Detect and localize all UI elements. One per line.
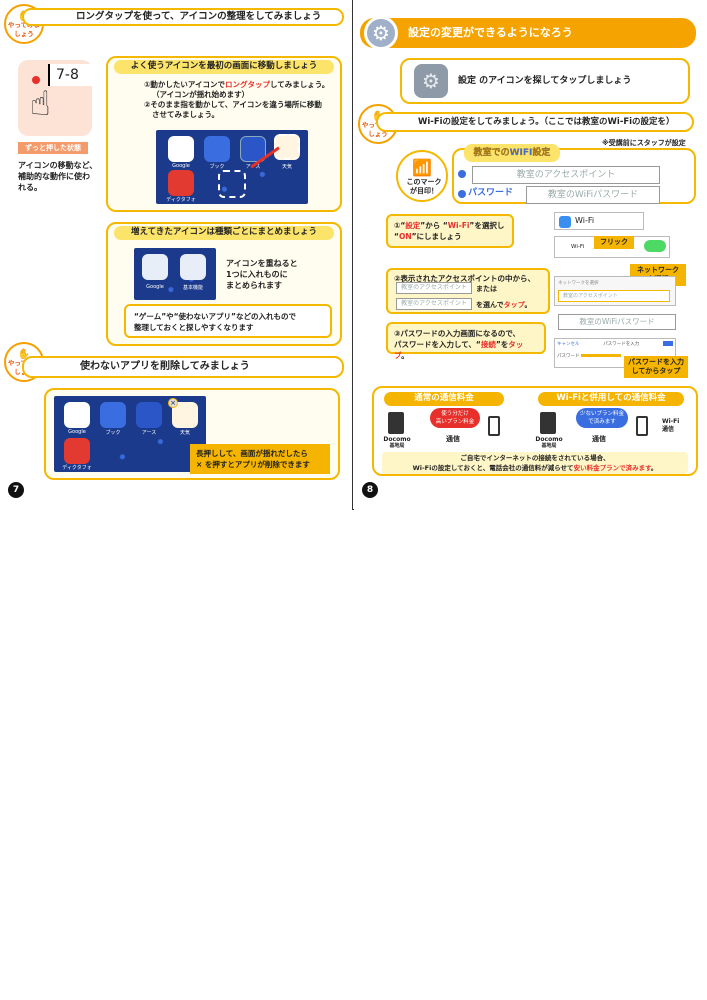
classroom-wifi-label: 教室でのWIFI設定 [464, 144, 560, 162]
hold-label: ずっと押した状態 [18, 142, 88, 154]
base-station-icon [540, 412, 556, 434]
enter-password-callout: パスワードを入力 してからタップ [624, 356, 688, 378]
google-folder-icon [168, 136, 194, 162]
fee-note: ご自宅でインターネットの接続をされている場合、 Wi-Fiの設定しておくと、電話… [382, 452, 688, 474]
fee-bubble-high: 使う分だけ 高いプラン料金 [430, 408, 480, 428]
network-row[interactable]: 教室のアクセスポイント [558, 290, 670, 302]
step3-box: ③パスワードの入力画面になるので、 パスワードを入力して、“接続”をタップ。 [386, 322, 546, 360]
password-dots[interactable] [580, 354, 621, 357]
wifi-setup-title: Wi-Fiの設定をしてみましょう。（ここでは教室のWi-Fiの設定を） [376, 112, 694, 132]
page-number: 8 [362, 482, 378, 498]
step2-ap-field-2: 教室のアクセスポイント [396, 298, 472, 310]
find-settings-text: 設定 のアイコンを探してタップしましょう [458, 76, 632, 86]
google-folder-icon [64, 402, 90, 428]
docomo-label-1: Docomo 基地局 [383, 436, 411, 449]
docomo-label-2: Docomo 基地局 [535, 436, 563, 449]
password-label: パスワード [468, 188, 514, 198]
or-label: または [476, 285, 497, 293]
page-8: 設定の変更ができるようになろう ⚙ ⚙ 設定 のアイコンを探してタップしましょう… [354, 0, 707, 510]
staff-note: ※受講前にスタッフが設定 [602, 139, 686, 147]
step1-box: ①“設定”から “Wi-Fi”を選択し “ON”にしましょう [386, 214, 514, 248]
page-number: 7 [8, 482, 24, 498]
folder-screen: Google 基本機能 [134, 248, 216, 300]
wifi-toggle[interactable] [644, 240, 666, 252]
settings-title-bar: 設定の変更ができるようになろう [360, 18, 696, 48]
smartphone-icon [636, 416, 648, 436]
group-note: “ゲーム”や“使わないアプリ”などの入れもので 整理しておくと探しやすくなります [124, 304, 332, 338]
step2-tap-text: を選んでタップ。 [476, 301, 532, 309]
group-text: アイコンを重ねると 1つに入れものに まとめられます [226, 259, 298, 290]
wifi-mark-bubble: 📶 このマーク が目印！ [396, 150, 448, 202]
join-button[interactable] [663, 341, 673, 346]
fee-header-normal: 通常の通信料金 [384, 392, 504, 406]
move-steps: ①動かしたいアイコンでロングタップしてみましょう。 （アイコンが揺れ始めます） … [144, 80, 330, 119]
basic-folder-icon [180, 254, 206, 280]
section-title-delete: 使わないアプリを削除してみましょう [22, 356, 344, 378]
comm-label-1: 通信 [446, 435, 460, 443]
smartphone-icon [488, 416, 500, 436]
booklet-spread: ✋ やってみましょう ロングタップを使って、アイコンの整理をしてみましょう ☝ … [0, 0, 707, 510]
wifi-icon [559, 216, 571, 228]
tap-mark-icon [32, 76, 40, 84]
stamp-label: 7-8 [48, 64, 102, 86]
home-screen-1: Google ブック アース 天気 ディクタフォン [156, 130, 308, 210]
find-settings-box [400, 58, 690, 104]
delete-x-icon[interactable]: × [168, 398, 178, 408]
delete-callout: 長押しして、画面が揺れだしたら × を押すとアプリが削除できます [190, 444, 330, 474]
bullet-icon [458, 170, 466, 178]
comm-label-2: 通信 [592, 435, 606, 443]
wifi-icon: 📶 [412, 158, 432, 177]
section-title-longtap: ロングタップを使って、アイコンの整理をしてみましょう [22, 8, 344, 26]
settings-app-icon[interactable]: ⚙ [414, 64, 448, 98]
move-header: よく使うアイコンを最初の画面に移動しましょう [114, 60, 334, 74]
flick-callout: フリック [594, 236, 634, 249]
base-station-icon [388, 412, 404, 434]
settings-gear-icon: ⚙ [364, 16, 398, 50]
rocket-app-icon [136, 402, 162, 428]
wifi-menu-item[interactable]: Wi-Fi [554, 212, 644, 230]
dictaphone-app-icon [168, 170, 194, 196]
ap-field: 教室のアクセスポイント [472, 166, 660, 184]
hold-description: アイコンの移動など、 補助的な動作に使わ れる。 [18, 161, 98, 192]
book-app-icon [100, 402, 126, 428]
wifi-comm-label: Wi-Fi 通信 [662, 418, 680, 433]
wifi-password-field: 教室のWiFiパスワード [558, 314, 676, 330]
fee-bubble-low: 少ないプラン料金 で済みます [576, 408, 628, 428]
page-7: ✋ やってみましょう ロングタップを使って、アイコンの整理をしてみましょう ☝ … [0, 0, 353, 510]
book-app-icon [204, 136, 230, 162]
bullet-icon [458, 190, 466, 198]
password-field: 教室のWiFiパスワード [526, 186, 660, 204]
google-folder-icon [142, 254, 168, 280]
group-header: 増えてきたアイコンは種類ごとにまとめましょう [114, 226, 334, 240]
hand-icon: ✋ [17, 349, 31, 360]
drop-target-outline [218, 170, 246, 198]
fee-header-wifi: Wi-Fiと併用しての通信料金 [538, 392, 684, 406]
dictaphone-app-icon [64, 438, 90, 464]
finger-icon: ☝ [30, 84, 51, 124]
home-screen-2: Google ブック アース 天気 × ディクタフォン [54, 396, 206, 478]
step2-ap-field-1: 教室のアクセスポイント [396, 282, 472, 294]
